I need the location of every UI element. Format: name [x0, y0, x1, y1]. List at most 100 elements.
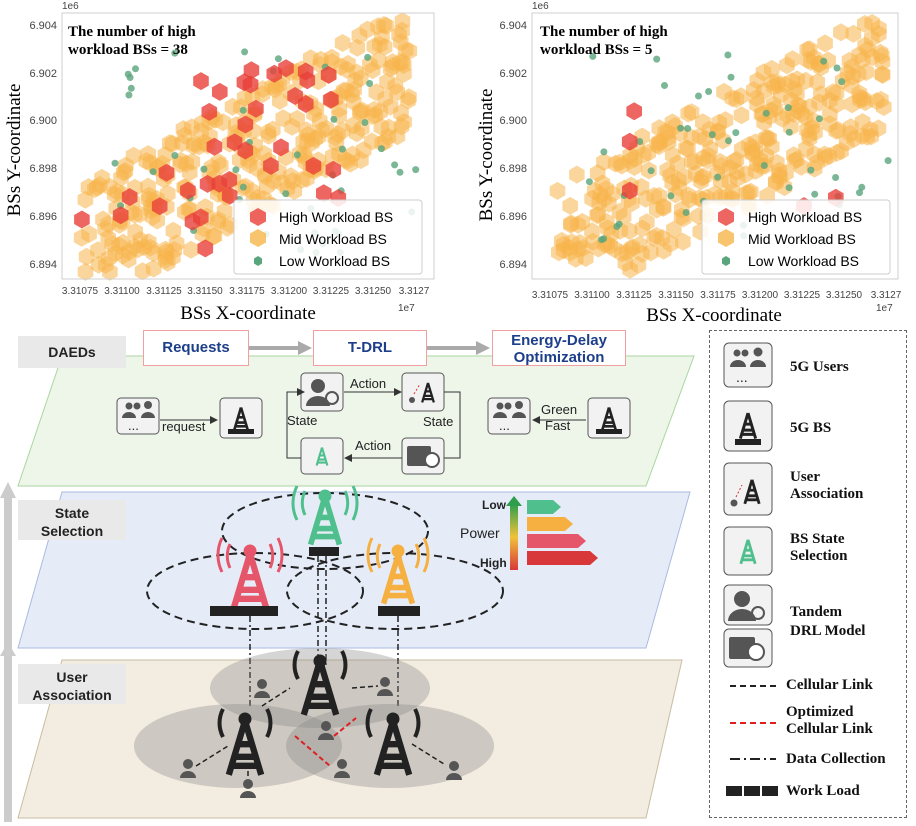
power-bar-high — [527, 551, 598, 565]
right-ytick: 6.902 — [499, 68, 527, 80]
mid-workload-point — [821, 115, 838, 134]
bs-tower-icon — [217, 708, 273, 775]
legend-icons: ... — [723, 342, 778, 796]
mid-workload-point — [614, 244, 630, 263]
mid-workload-point — [846, 129, 862, 148]
legend-mid-marker — [718, 229, 734, 247]
legend-assoc-label: User — [790, 469, 820, 485]
mid-workload-point — [275, 109, 291, 128]
layer-user-label: User — [56, 669, 88, 685]
left-xtick: 3.31175 — [229, 286, 265, 297]
mid-workload-point — [642, 243, 659, 262]
high-workload-point — [121, 188, 138, 207]
high-workload-point — [193, 208, 209, 227]
mid-workload-point — [97, 255, 114, 274]
low-workload-point — [677, 124, 685, 132]
right-xtick: 3.31200 — [742, 290, 779, 301]
low-workload-point — [811, 190, 819, 198]
flow-requests: Requests — [143, 330, 249, 366]
left-plot-points — [73, 12, 420, 281]
low-workload-point — [684, 125, 692, 132]
right-xtick: 3.31175 — [700, 290, 736, 301]
low-workload-point — [239, 106, 247, 114]
low-workload-point — [858, 183, 866, 191]
mid-workload-point — [574, 212, 591, 231]
mid-workload-point — [368, 83, 385, 102]
mid-workload-point — [747, 142, 764, 160]
mid-workload-point — [264, 77, 280, 96]
high-workload-point — [197, 239, 214, 258]
mid-workload-point — [562, 196, 578, 215]
mid-workload-point — [100, 229, 116, 248]
low-workload-point — [171, 49, 179, 57]
power-title: Power — [460, 525, 500, 541]
left-y-exponent: 1e6 — [62, 1, 79, 12]
mid-workload-point — [393, 104, 409, 123]
mid-workload-point — [680, 104, 696, 123]
low-workload-point — [784, 104, 792, 112]
low-workload-point — [338, 145, 346, 153]
mid-workload-point — [372, 35, 388, 54]
mid-workload-point — [77, 262, 94, 281]
mid-workload-point — [761, 129, 777, 148]
mid-workload-point — [622, 151, 638, 170]
low-workload-point — [127, 84, 135, 92]
low-workload-point — [695, 92, 702, 100]
mid-workload-point — [77, 190, 94, 209]
right-ytick: 6.896 — [499, 211, 527, 223]
high-workload-point — [201, 102, 218, 121]
dots: ... — [499, 418, 510, 433]
mid-workload-point — [868, 92, 885, 111]
high-workload-point — [263, 156, 279, 175]
left-ytick: 6.904 — [29, 20, 57, 32]
mid-workload-point — [599, 213, 615, 232]
mid-workload-point — [702, 139, 718, 158]
mid-workload-point — [191, 137, 207, 156]
low-workload-point — [760, 162, 768, 169]
left-xtick: 3.31225 — [313, 286, 350, 297]
low-workload-point — [171, 152, 179, 159]
legend-high-label: High Workload BS — [279, 209, 393, 225]
right-y-exponent: 1e6 — [532, 1, 549, 12]
high-workload-point — [320, 65, 337, 84]
mid-workload-point — [134, 262, 151, 281]
right-annotation-line1: The number of high — [540, 24, 668, 40]
green-tower-icon — [291, 485, 359, 545]
mid-workload-point — [651, 119, 667, 138]
mid-workload-point — [755, 63, 772, 82]
high-workload-point — [221, 186, 238, 205]
high-workload-point — [212, 82, 228, 101]
mid-workload-point — [568, 249, 584, 268]
mid-workload-point — [768, 172, 784, 191]
layer-state-label: Selection — [40, 523, 104, 539]
mid-workload-point — [318, 119, 335, 138]
mid-workload-point — [864, 14, 880, 32]
high-workload-point — [221, 171, 238, 189]
legend-state-label: BS State — [790, 531, 845, 547]
mid-workload-point — [333, 57, 349, 76]
mid-workload-point — [845, 24, 862, 43]
mid-workload-point — [101, 177, 118, 196]
low-workload-point — [149, 168, 157, 176]
right-x-exponent: 1e7 — [876, 303, 893, 314]
left-x-exponent: 1e7 — [398, 303, 415, 314]
high-workload-point — [305, 156, 322, 175]
legend-cellular-label: Cellular Link — [786, 677, 873, 693]
left-ytick: 6.898 — [29, 163, 57, 175]
left-annotation-line2: workload BSs = 38 — [68, 42, 188, 58]
mid-workload-point — [669, 154, 686, 173]
mid-workload-point — [586, 181, 603, 200]
low-workload-point — [714, 173, 722, 181]
mid-workload-point — [680, 186, 697, 205]
low-workload-point — [653, 55, 661, 63]
mid-workload-point — [215, 113, 231, 132]
red-tower-icon — [216, 537, 284, 608]
mid-workload-point — [125, 146, 142, 165]
cell-coverage — [210, 648, 430, 728]
low-workload-point — [667, 192, 675, 200]
high-workload-point — [243, 61, 260, 80]
high-workload-point — [151, 197, 168, 216]
low-workload-point — [732, 129, 740, 137]
low-workload-point — [412, 166, 420, 174]
